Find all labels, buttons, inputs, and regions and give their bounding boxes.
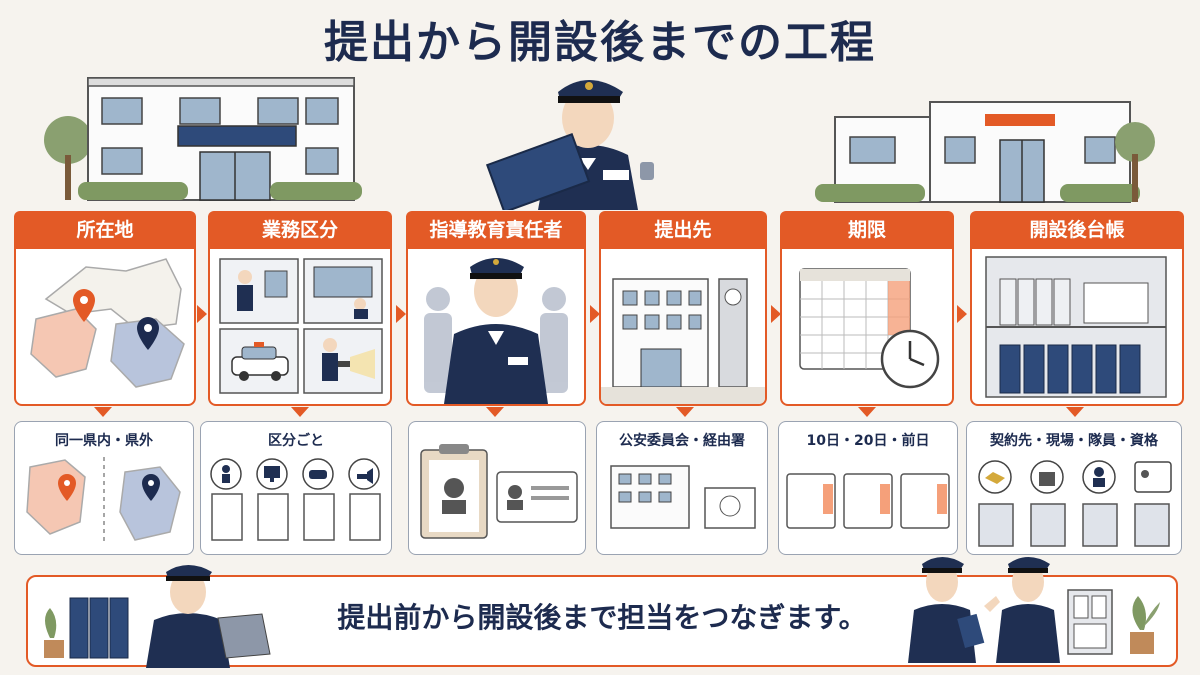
cabinet-plant-illustration xyxy=(1064,586,1164,658)
clock-icon xyxy=(880,329,940,389)
column-header-location: 所在地 xyxy=(14,211,196,249)
column-header-instruction-manager: 指導教育責任者 xyxy=(406,211,586,249)
panel-post-opening-ledger xyxy=(970,249,1184,406)
flow-arrow-right xyxy=(957,305,967,323)
location-pin-icon xyxy=(73,289,95,322)
file-folder-icon xyxy=(978,503,1170,547)
summary-banner-text: 提出前から開設後まで担当をつなぎます。 xyxy=(337,601,867,634)
detail-card-location: 同一県内・県外 xyxy=(14,421,194,555)
column-header-submission-destination: 提出先 xyxy=(599,211,767,249)
flow-arrow-down xyxy=(1066,407,1084,417)
officers-discussion-illustration xyxy=(900,548,1060,663)
flow-arrow-down xyxy=(676,407,694,417)
flashlight-icon xyxy=(357,468,373,484)
detail-label: 同一県内・県外 xyxy=(55,433,153,449)
guard-icon xyxy=(222,465,230,483)
flow-arrow-right xyxy=(396,305,406,323)
clipboard-icon xyxy=(420,444,488,539)
panel-location xyxy=(14,249,196,406)
panel-deadline xyxy=(780,249,954,406)
page-title: 提出から開設後までの工程 xyxy=(324,17,876,68)
detail-label: 契約先・現場・隊員・資格 xyxy=(990,433,1158,449)
location-pin-icon xyxy=(142,474,160,501)
office-building-illustration-right xyxy=(810,92,1165,204)
detail-card-business-category: 区分ごと xyxy=(200,421,392,555)
flow-arrow-down xyxy=(486,407,504,417)
flow-arrow-down xyxy=(858,407,876,417)
panel-business-category xyxy=(208,249,392,406)
officer-laptop-illustration xyxy=(138,558,278,668)
guard-icon xyxy=(237,270,253,311)
signboard-icon xyxy=(704,487,756,529)
calendar-icon xyxy=(786,473,950,529)
document-icon xyxy=(211,493,381,541)
flow-arrow-right xyxy=(197,305,207,323)
detail-card-deadline: 10日・20日・前日 xyxy=(778,421,958,555)
office-building-illustration-left xyxy=(40,70,370,205)
map-illustration xyxy=(30,258,185,388)
monitor-icon xyxy=(264,466,280,482)
security-manager-illustration xyxy=(424,258,568,404)
column-header-post-opening-ledger: 開設後台帳 xyxy=(970,211,1184,249)
flow-arrow-right xyxy=(590,305,600,323)
id-card-icon xyxy=(496,471,578,523)
building-icon xyxy=(610,465,690,529)
detail-label: 公安委員会・経由署 xyxy=(619,433,745,449)
panel-instruction-manager xyxy=(406,249,586,406)
detail-card-submission-destination: 公安委員会・経由署 xyxy=(596,421,768,555)
location-pin-icon xyxy=(137,317,159,350)
detail-card-instruction-manager xyxy=(408,421,586,555)
license-card-icon xyxy=(1134,461,1172,493)
flashlight-guard-icon xyxy=(322,338,375,381)
officer-reading-illustration xyxy=(478,70,678,210)
police-station-illustration xyxy=(601,278,765,404)
column-header-business-category: 業務区分 xyxy=(208,211,392,249)
detail-label: 10日・20日・前日 xyxy=(806,433,930,449)
column-header-deadline: 期限 xyxy=(780,211,954,249)
patrol-car-icon xyxy=(231,342,289,381)
binders-illustration xyxy=(40,588,140,660)
calendar-icon xyxy=(799,268,911,370)
filing-cabinet-illustration xyxy=(985,256,1167,398)
monitor-room-icon xyxy=(313,266,373,319)
flow-arrow-right xyxy=(771,305,781,323)
detail-label: 区分ごと xyxy=(268,433,324,449)
panel-submission-destination xyxy=(599,249,767,406)
detail-card-post-opening-ledger: 契約先・現場・隊員・資格 xyxy=(966,421,1182,555)
flow-arrow-down xyxy=(94,407,112,417)
car-icon xyxy=(309,470,327,479)
location-pin-icon xyxy=(58,474,76,501)
flow-arrow-down xyxy=(291,407,309,417)
